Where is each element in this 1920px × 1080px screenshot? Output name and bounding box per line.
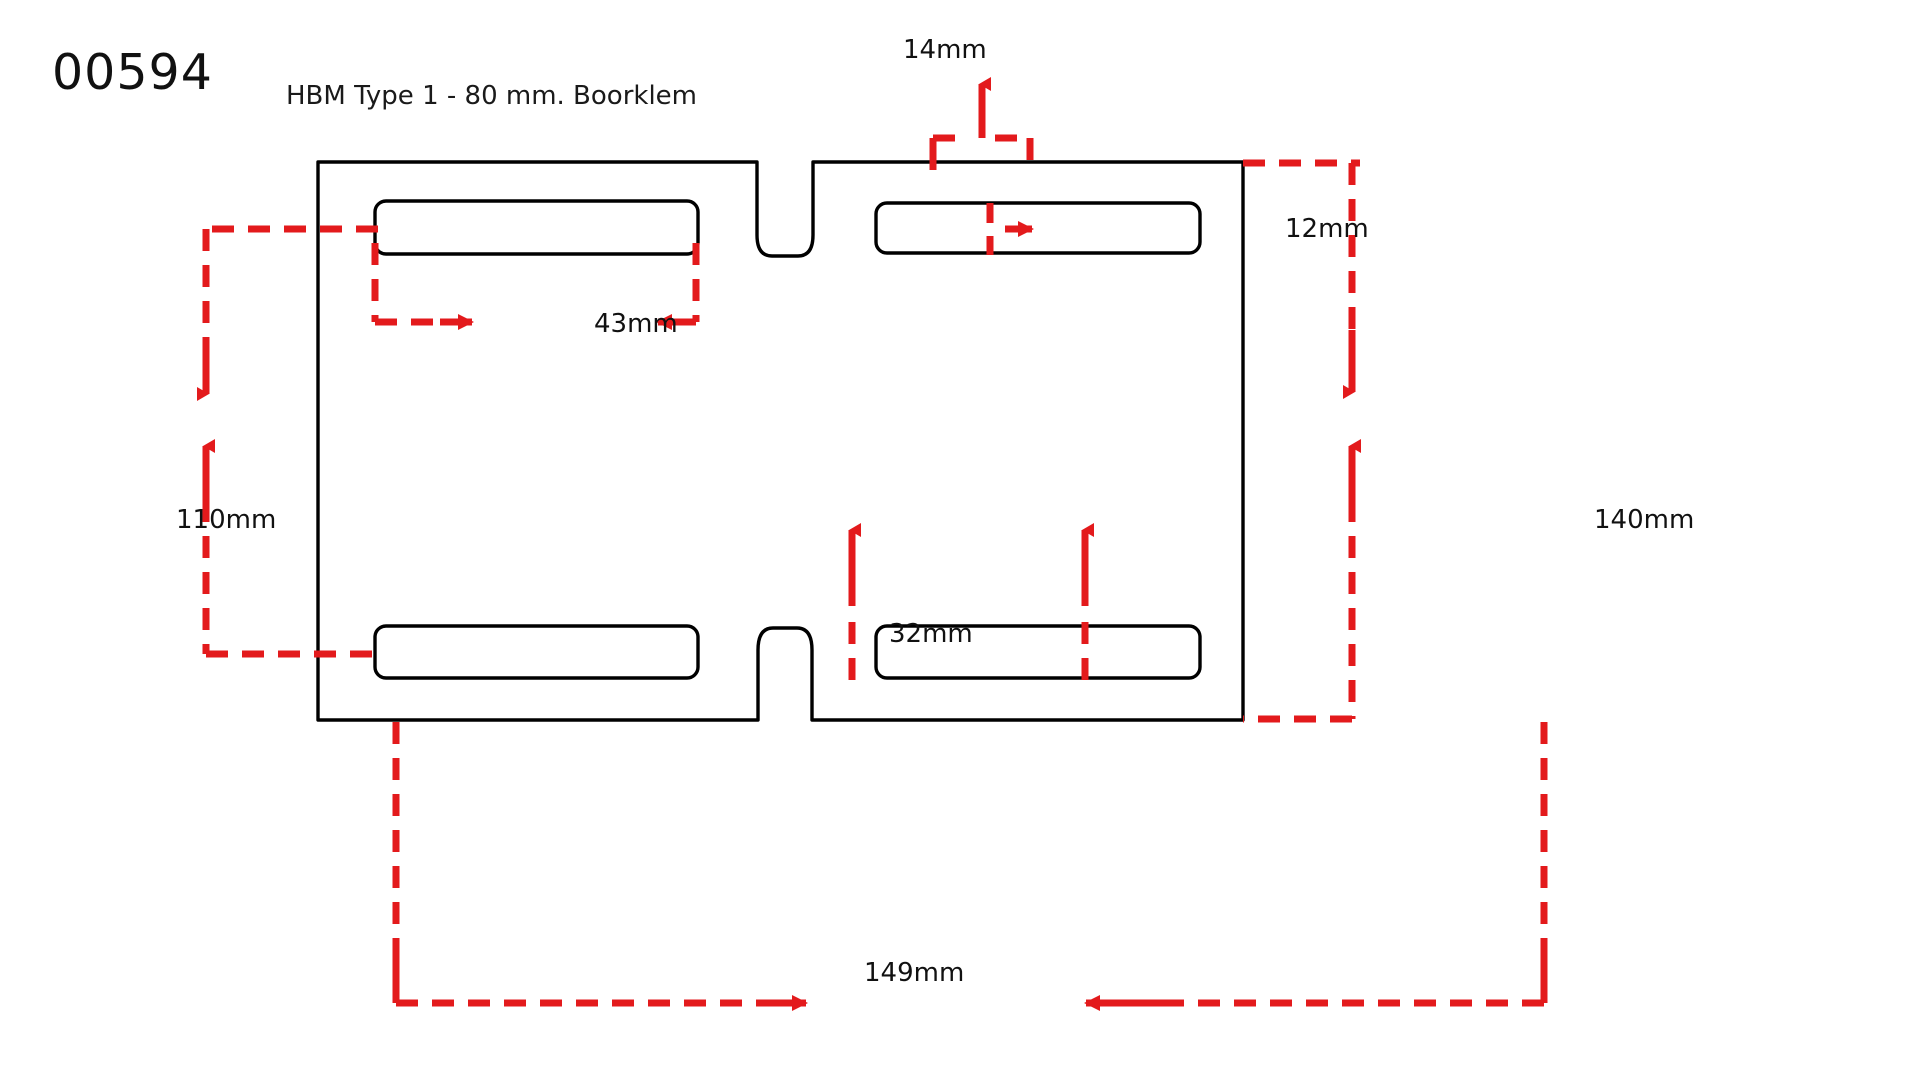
dimension-label-43mm: 43mm <box>594 309 678 339</box>
page-title-description: HBM Type 1 - 80 mm. Boorklem <box>286 81 697 111</box>
slot-lower-right <box>874 624 1202 680</box>
dimension-label-110mm: 110mm <box>176 505 277 535</box>
slot-lower-left <box>373 624 700 680</box>
dimension-12mm-leaders <box>986 203 1034 255</box>
dimension-43mm-leaders <box>371 243 700 330</box>
dimension-110mm-leaders <box>197 225 378 658</box>
page-title-code: 00594 <box>52 44 213 101</box>
dimension-149mm-leaders <box>392 722 1548 1011</box>
slot-upper-left <box>373 199 700 256</box>
dimension-label-140mm: 140mm <box>1594 505 1695 535</box>
dimension-14mm-leaders <box>929 77 1034 170</box>
main-plate-outline <box>316 160 1245 722</box>
dimension-label-32mm: 32mm <box>889 619 973 649</box>
dimension-label-149mm: 149mm <box>864 958 965 988</box>
dimension-label-12mm: 12mm <box>1285 214 1369 244</box>
dimension-label-14mm: 14mm <box>903 35 987 65</box>
dimension-140mm-leaders <box>1243 159 1361 723</box>
dimension-lines-group <box>197 77 1548 1011</box>
part-outline-group <box>316 160 1245 722</box>
dimension-32mm-leaders <box>848 523 1094 680</box>
slot-upper-right <box>874 201 1202 255</box>
